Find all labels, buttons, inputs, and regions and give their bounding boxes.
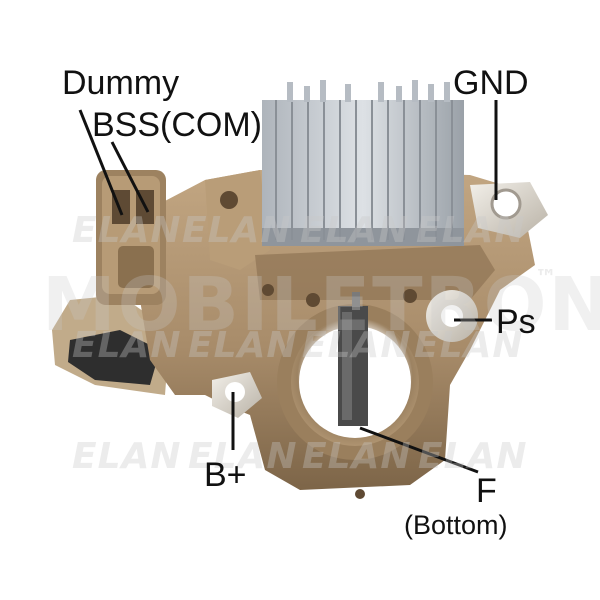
- f-leader-line: [359, 426, 479, 474]
- left-mounting-foot: [52, 295, 170, 395]
- f-bottom-note: (Bottom): [404, 510, 508, 540]
- elan-watermark: ELAN: [72, 436, 182, 477]
- b-plus-terminal: [212, 372, 262, 418]
- elan-watermark: ELAN: [302, 325, 412, 366]
- elan-watermark: ELAN: [188, 325, 298, 366]
- f-label: F: [476, 472, 497, 510]
- mobiletron-watermark: MOBILETRON: [42, 262, 600, 348]
- connector-plug: [96, 170, 166, 305]
- elan-watermark: ELAN: [188, 436, 298, 477]
- elan-watermark: ELAN: [72, 210, 182, 251]
- elan-watermark: ELAN: [72, 325, 182, 366]
- dummy-label: Dummy: [62, 64, 180, 102]
- bss-com-label: BSS(COM): [92, 106, 262, 144]
- brush: [338, 292, 368, 426]
- trademark-watermark: ™: [535, 266, 558, 291]
- gnd-label: GND: [453, 64, 529, 102]
- dummy-leader-line: [78, 109, 124, 216]
- ps-label: Ps: [496, 303, 536, 341]
- b-plus-label: B+: [204, 456, 247, 494]
- elan-watermark: ELAN: [416, 210, 526, 251]
- elan-watermark: ELAN: [414, 325, 524, 366]
- bss-leader-line: [110, 141, 150, 213]
- elan-watermark: ELAN: [302, 436, 412, 477]
- heat-sink: [262, 80, 464, 246]
- gnd-terminal: [470, 182, 548, 238]
- callout-lines: [78, 100, 498, 474]
- elan-watermark: ELAN: [418, 436, 528, 477]
- elan-watermark: ELAN: [300, 210, 410, 251]
- elan-watermark: ELAN: [182, 210, 292, 251]
